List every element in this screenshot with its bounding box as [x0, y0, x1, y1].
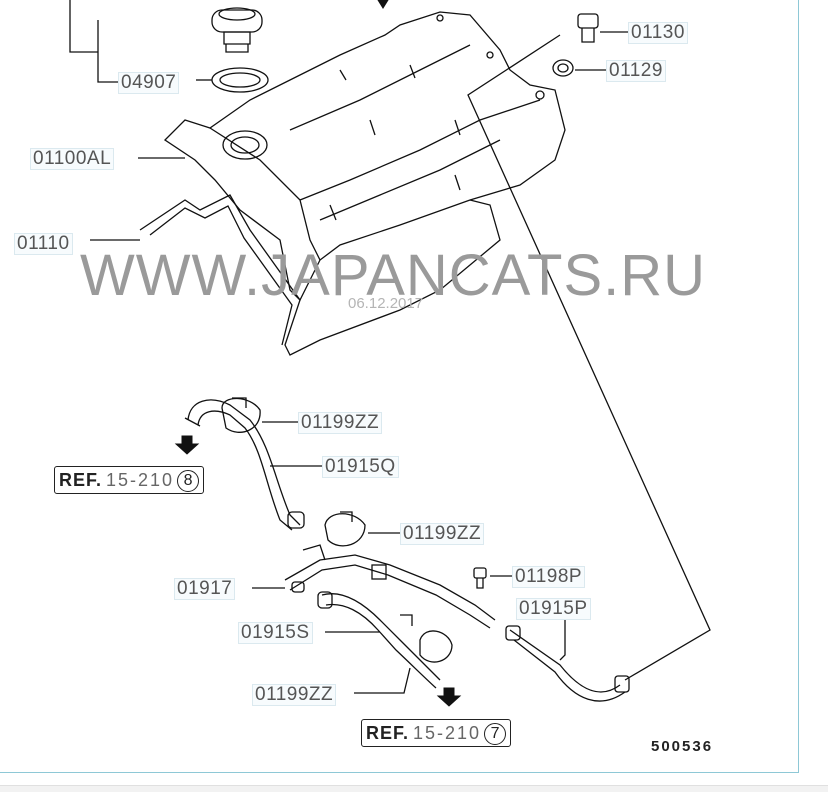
part-label-01199zz-bottom[interactable]: 01199ZZ: [252, 684, 337, 706]
part-label-01130[interactable]: 01130: [628, 22, 688, 44]
ref-number: 15-210: [413, 723, 482, 743]
seal-icon: [552, 59, 574, 77]
cover-gasket-icon: [139, 194, 501, 356]
ref-word: REF.: [59, 470, 103, 490]
clamp-c-icon: [400, 614, 453, 663]
small-bolt-icon: [473, 567, 487, 589]
oil-cap-icon: [211, 7, 263, 53]
clamp-b-icon: [324, 511, 366, 547]
part-label-01917[interactable]: 01917: [174, 578, 236, 600]
hose-01915p-icon: [505, 625, 630, 702]
bolt-icon: [577, 13, 599, 43]
part-label-01915q[interactable]: 01915Q: [322, 456, 399, 478]
part-label-01129[interactable]: 01129: [606, 60, 666, 82]
part-label-04907[interactable]: 04907: [118, 72, 180, 94]
ref-number: 15-210: [106, 470, 175, 490]
part-label-01915s[interactable]: 01915S: [238, 622, 313, 644]
pipe-01917-icon: [284, 544, 496, 629]
arrow-down-icon: [174, 435, 200, 455]
part-label-01110[interactable]: 01110: [14, 233, 73, 255]
watermark: WWW.JAPANCATS.RU: [80, 243, 707, 308]
hose-01915q-icon: [184, 399, 305, 531]
hose-01915s-icon: [317, 591, 441, 689]
part-label-01100al[interactable]: 01100AL: [30, 148, 115, 170]
arrow-down-icon-2: [436, 687, 462, 707]
bottom-strip: [0, 785, 828, 792]
ref-circle-number: 7: [484, 723, 507, 746]
part-label-01199zz-middle[interactable]: 01199ZZ: [400, 523, 485, 545]
valve-cover-icon: [163, 11, 566, 302]
clamp-a-icon: [221, 397, 261, 433]
diagram-code: 500536: [651, 738, 714, 755]
ref-circle-number: 8: [177, 470, 200, 493]
part-label-01199zz-top[interactable]: 01199ZZ: [298, 412, 383, 434]
ref-word: REF.: [366, 723, 410, 743]
diagram-frame: [0, 0, 799, 773]
part-label-01198p[interactable]: 01198P: [512, 566, 586, 588]
watermark-date: 06.12.2017: [348, 295, 424, 312]
part-label-01915p[interactable]: 01915P: [516, 598, 591, 620]
leader-bracket: [69, 0, 118, 83]
arrow-up-icon: [377, 0, 389, 9]
